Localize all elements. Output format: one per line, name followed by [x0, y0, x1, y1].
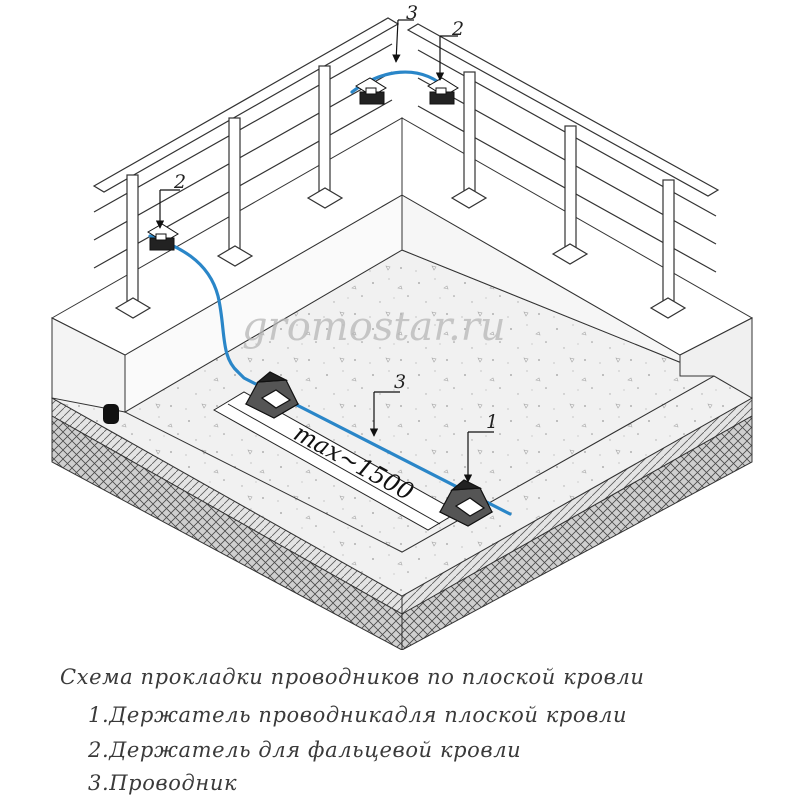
svg-text:3: 3: [406, 2, 418, 24]
svg-text:2: 2: [451, 18, 464, 40]
post: [306, 65, 344, 209]
legend-item-conductor: 3.Проводник: [88, 771, 238, 795]
callout-flat-holder: 1: [463, 411, 498, 483]
conductor-wire: [148, 234, 512, 516]
flat-holder-right: [438, 479, 494, 527]
watermark: gromostar.ru: [242, 304, 506, 350]
building-base: [50, 117, 754, 650]
railing: [92, 17, 720, 273]
flat-holder-left: [244, 371, 300, 419]
post: [649, 179, 687, 319]
caption-title: Схема прокладки проводников по плоской к…: [60, 665, 645, 689]
fold-holder-left: [147, 223, 179, 251]
rail-left-1: [93, 43, 393, 213]
fold-holder-top-right: [427, 77, 459, 105]
railing-posts: [114, 65, 687, 319]
post: [450, 71, 488, 209]
drain-pipe: [103, 404, 119, 424]
parapet-front-right: [679, 317, 753, 399]
layer-crosshatch-left: [51, 415, 403, 650]
roof-conductor-diagram: max~1500 3 2: [50, 2, 754, 650]
post: [114, 174, 152, 319]
fold-holder-top-left: [355, 77, 387, 105]
callout-conductor-top: 3: [392, 2, 418, 63]
post: [551, 125, 589, 265]
rail-left-3: [93, 99, 393, 269]
rail-left-2: [93, 71, 393, 241]
handrail-right: [406, 23, 720, 197]
callout-fold-holder-top: 2: [435, 18, 464, 81]
layer-crosshatch-right: [401, 415, 753, 650]
svg-text:1: 1: [486, 411, 498, 433]
legend-item-flat-holder: 1.Держатель проводникадля плоской кровли: [88, 703, 628, 727]
svg-text:3: 3: [394, 371, 406, 393]
post: [216, 117, 254, 267]
caption: Схема прокладки проводников по плоской к…: [0, 655, 800, 800]
legend-item-fold-holder: 2.Держатель для фальцевой кровли: [88, 738, 522, 762]
parapet-front-left: [51, 317, 126, 413]
svg-text:2: 2: [173, 171, 186, 193]
callout-fold-holder-left: 2: [155, 171, 186, 229]
callout-conductor-mid: 3: [369, 371, 406, 437]
